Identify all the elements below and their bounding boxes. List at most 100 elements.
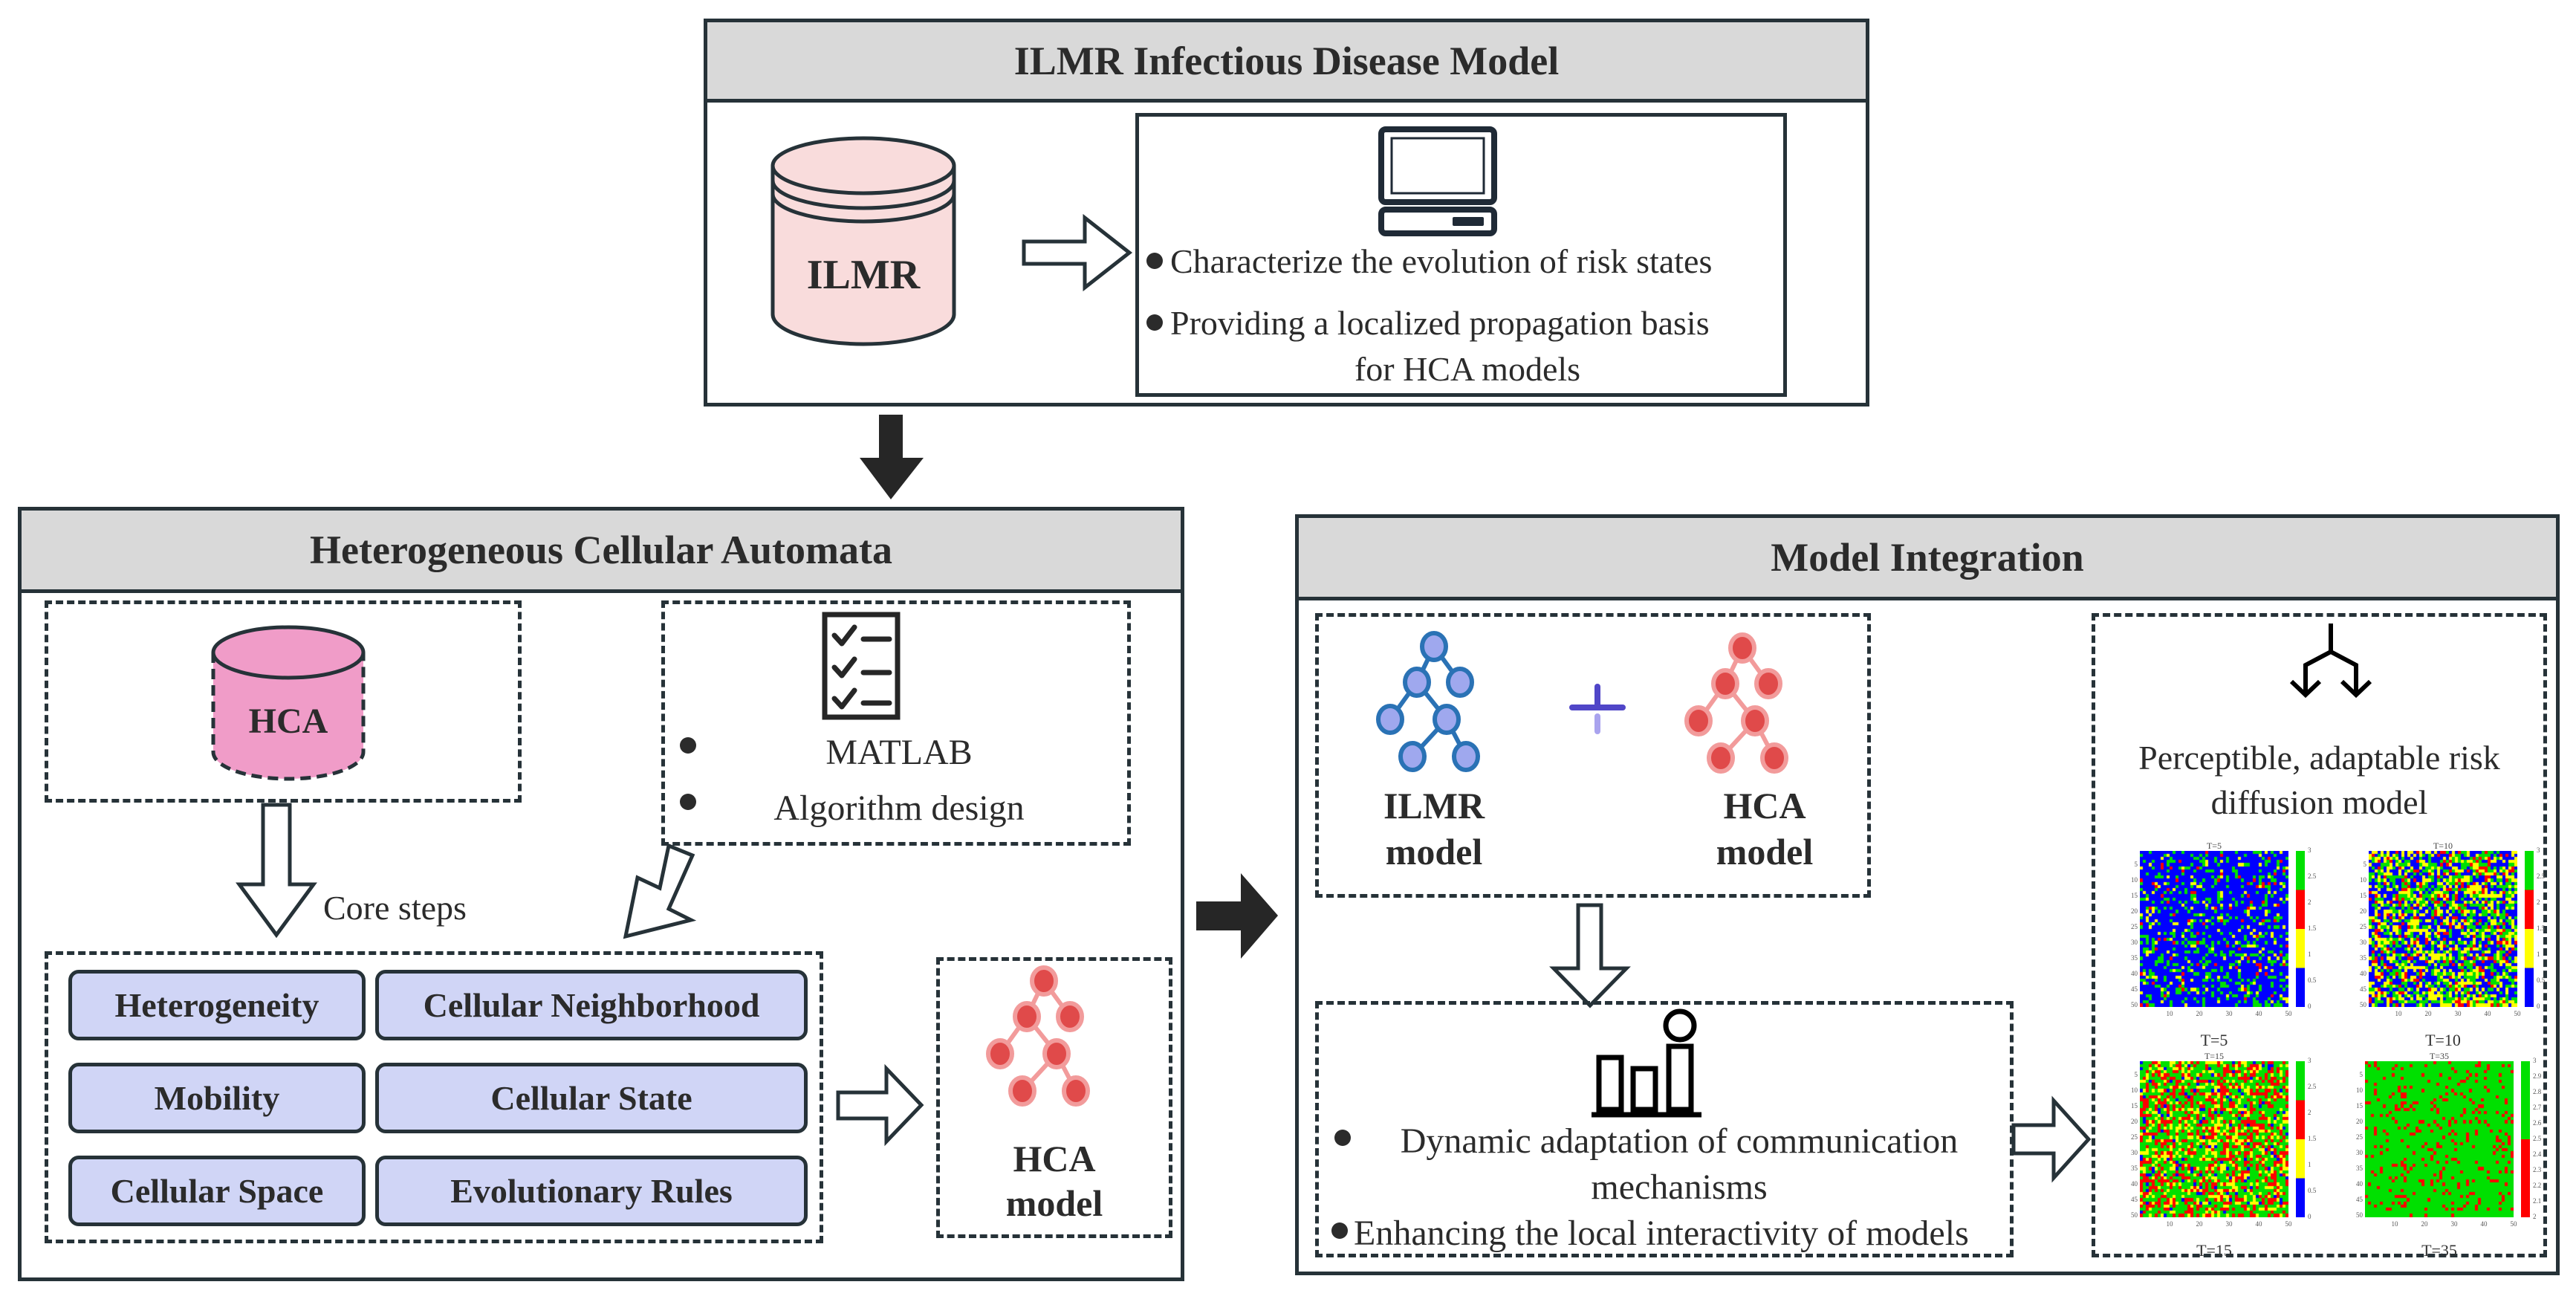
hca-model-box: [936, 957, 1172, 1238]
step-evolutionary-rules: Evolutionary Rules: [375, 1156, 808, 1226]
tree-node: [1446, 667, 1474, 698]
y-tick-label: 45: [2131, 1196, 2138, 1203]
x-tick-label: 40: [2255, 1220, 2262, 1228]
x-tick-label: 20: [2424, 1010, 2432, 1017]
y-tick-label: 5: [2134, 1071, 2138, 1078]
colorbar-tick-label: 3: [2533, 1057, 2537, 1064]
y-tick-label: 35: [2356, 1165, 2363, 1172]
tree-node: [1056, 1001, 1084, 1032]
colorbar-tick-label: 2.9: [2533, 1072, 2542, 1080]
outcome-text-2: Providing a localized propagation basis: [1170, 304, 1710, 342]
x-tick-label: 30: [2454, 1010, 2462, 1017]
colorbar-tick-label: 1: [2308, 950, 2311, 958]
colorbar-tick-label: 2: [2533, 1213, 2537, 1220]
bullet-dot: [1146, 314, 1163, 331]
tree-network-icon: [986, 965, 1090, 1107]
y-tick-label: 30: [2131, 939, 2138, 946]
hca-model-label-1: HCA: [1013, 1138, 1096, 1179]
y-tick-label: 10: [2356, 1086, 2363, 1094]
colorbar-tick-label: 2.5: [2533, 1135, 2542, 1142]
tools-box: [661, 600, 1131, 846]
right-arrow-icon: [1022, 213, 1133, 292]
colorbar-tick-label: 3: [2537, 846, 2540, 854]
result-title-1: Perceptible, adaptable risk: [2138, 739, 2500, 777]
colorbar-tick-label: 1: [2537, 950, 2540, 958]
colorbar-tick-label: 2.1: [2533, 1197, 2542, 1205]
y-tick-label: 20: [2360, 907, 2366, 915]
tree-node: [1420, 631, 1448, 662]
y-tick-label: 35: [2131, 1165, 2138, 1172]
bullet-dot: [1146, 253, 1163, 269]
x-tick-label: 20: [2196, 1220, 2203, 1228]
ilmr-model-label-2: model: [1385, 831, 1483, 872]
heatmap-grid-canvas: [2369, 851, 2517, 1007]
tree-node: [1030, 965, 1058, 997]
y-tick-label: 50: [2131, 1001, 2138, 1008]
down-arrow-icon: [236, 803, 317, 939]
hca-model-label-2: model: [1005, 1182, 1103, 1224]
colorbar-tick-label: 2: [2308, 898, 2311, 906]
y-tick-label: 35: [2131, 954, 2138, 962]
tree-node: [1376, 704, 1404, 735]
colorbar-tick-label: 2.2: [2533, 1182, 2542, 1189]
step-mobility: Mobility: [68, 1063, 366, 1133]
right-arrow-icon: [2011, 1095, 2092, 1183]
colorbar-tick-label: 2.8: [2533, 1088, 2542, 1095]
x-tick-label: 40: [2484, 1010, 2491, 1017]
colorbar-tick-label: 2.5: [2537, 872, 2546, 880]
ilmr-database-label: ILMR: [806, 252, 921, 298]
bullet-dot: [680, 794, 696, 810]
y-tick-label: 20: [2356, 1118, 2363, 1125]
core-steps-label: Core steps: [323, 889, 467, 927]
y-tick-label: 50: [2356, 1211, 2363, 1219]
y-tick-label: 40: [2131, 1180, 2138, 1188]
colorbar-tick-label: 2.4: [2533, 1150, 2542, 1158]
hca-database-label: HCA: [248, 702, 328, 741]
colorbar-tick-label: 2.7: [2533, 1104, 2542, 1111]
tree-node: [1684, 705, 1713, 736]
x-tick-label: 50: [2285, 1010, 2292, 1017]
heatmap-inner-title: T=35: [2429, 1051, 2450, 1061]
tree-node: [986, 1038, 1014, 1069]
bullet-dot: [1331, 1222, 1348, 1239]
y-tick-label: 15: [2360, 892, 2366, 899]
heatmap-inner-title: T=5: [2206, 841, 2222, 851]
hca-database-icon: [211, 625, 366, 781]
bullet-dot: [1334, 1130, 1351, 1146]
y-tick-label: 25: [2131, 1133, 2138, 1141]
y-tick-label: 5: [2363, 861, 2367, 868]
tree-node: [1711, 668, 1739, 699]
colorbar-tick-label: 0: [2308, 1003, 2311, 1010]
colorbar-tick-label: 2.5: [2308, 872, 2317, 880]
heatmap-caption: T=5: [2200, 1031, 2228, 1049]
y-tick-label: 20: [2131, 1118, 2138, 1125]
result-title-2: diffusion model: [2210, 783, 2428, 821]
y-tick-label: 5: [2134, 861, 2138, 868]
tree-node: [1707, 742, 1735, 774]
hca-model-label-1: HCA: [1723, 785, 1806, 826]
heatmap-caption: T=15: [2196, 1241, 2232, 1260]
step-cellular-space: Cellular Space: [68, 1156, 366, 1226]
integration-text-1: Dynamic adaptation of communication: [1400, 1121, 1959, 1161]
colorbar-tick-label: 1: [2308, 1161, 2311, 1168]
y-tick-label: 35: [2360, 954, 2366, 962]
right-arrow-icon: [1196, 873, 1278, 959]
down-arrow-icon: [860, 415, 924, 499]
heatmap-grid-canvas: [2140, 851, 2288, 1007]
step-heterogeneity: Heterogeneity: [68, 970, 366, 1040]
y-tick-label: 30: [2360, 939, 2366, 946]
y-tick-label: 15: [2131, 1102, 2138, 1110]
colorbar-tick-label: 3: [2308, 1057, 2311, 1064]
bullet-dot: [680, 737, 696, 754]
hca-database-box: [45, 600, 522, 803]
y-tick-label: 25: [2356, 1133, 2363, 1141]
core-steps-box: [45, 951, 823, 1243]
colorbar-tick-label: 0.5: [2308, 1187, 2317, 1194]
colorbar-tick-label: 2: [2537, 898, 2540, 906]
heatmap-colorbar: [2525, 851, 2534, 1007]
heatmap-caption: T=10: [2425, 1031, 2461, 1049]
y-tick-label: 40: [2356, 1180, 2363, 1188]
colorbar-tick-label: 1.5: [2308, 924, 2317, 932]
